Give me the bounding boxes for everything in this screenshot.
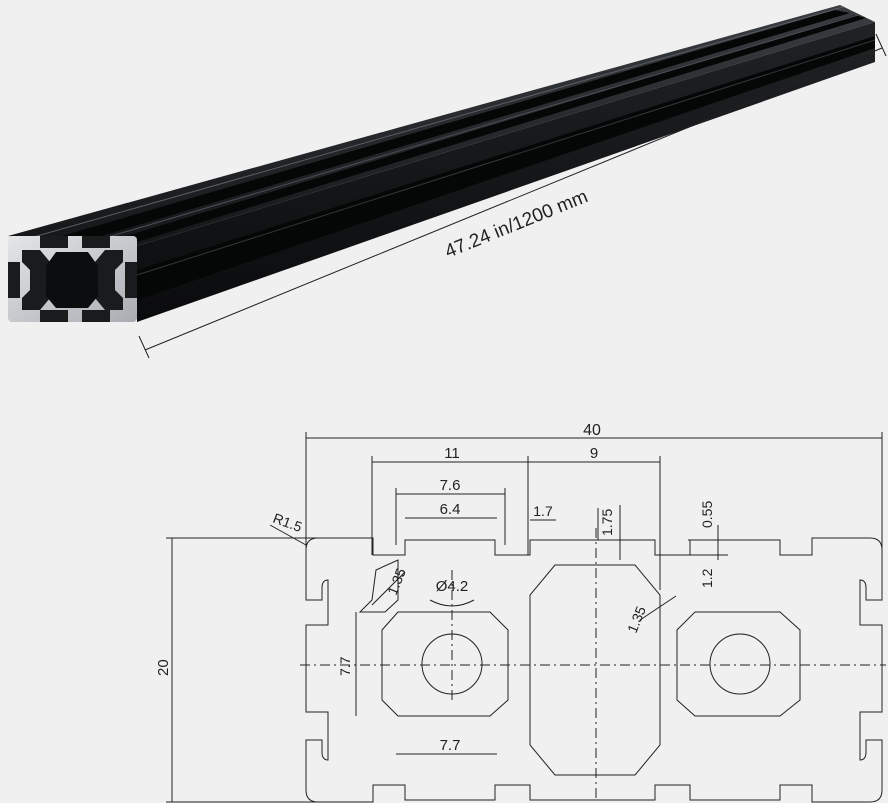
dim-wall: 1.7 — [533, 503, 553, 519]
top-highlight-1 — [29, 6, 844, 239]
cross-section-drawing: 40 11 9 7.6 6.4 1.7 1.75 0.55 1.2 R1.5 1… — [155, 422, 886, 803]
top-slot-groove-right — [100, 15, 866, 246]
dim-diag-right: 1.35 — [624, 604, 649, 635]
dim-slot-outer: 7.6 — [440, 477, 461, 494]
dim-corner-radius: R1.5 — [271, 510, 304, 535]
extrusion-bar-illustration — [8, 5, 876, 322]
dim-lip-step: 0.55 — [699, 501, 715, 528]
dimension-lines — [166, 432, 883, 803]
center-cavity — [529, 564, 661, 776]
right-core — [676, 611, 801, 717]
dim-lip-thick: 1.2 — [699, 568, 715, 588]
dim-slot-inner: 6.4 — [440, 501, 461, 518]
dim-core-width: 7.7 — [440, 737, 461, 754]
left-core-cavity — [358, 559, 399, 613]
top-highlight-2 — [87, 14, 859, 244]
extrusion-end-face — [8, 236, 137, 322]
right-hole — [709, 633, 771, 695]
side-slot-groove — [137, 36, 875, 300]
side-highlight — [136, 39, 876, 276]
dim-right-pitch: 9 — [590, 445, 598, 462]
left-core — [381, 611, 509, 717]
dim-core-height: 7.7 — [337, 656, 353, 676]
top-slot-groove-left — [48, 10, 850, 243]
dim-lip-depth: 1.75 — [599, 509, 615, 536]
dim-hole: Ø4.2 — [436, 578, 469, 595]
dim-left-pitch: 11 — [444, 445, 460, 462]
dim-width: 40 — [583, 422, 601, 439]
dim-height: 20 — [155, 659, 172, 676]
profile-outline — [305, 537, 883, 803]
dim-diag-left: 1.35 — [384, 566, 409, 597]
